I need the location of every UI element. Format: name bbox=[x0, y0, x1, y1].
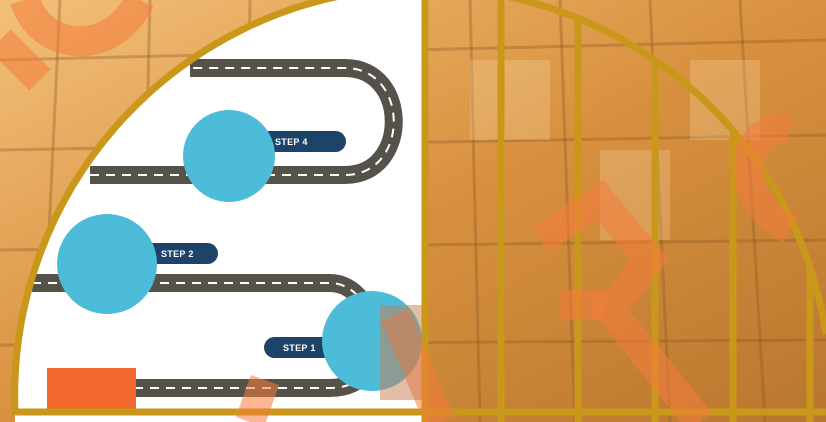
step-4-circle bbox=[183, 110, 275, 202]
start-block bbox=[47, 368, 136, 412]
watermark-block bbox=[380, 305, 422, 400]
step-2-circle bbox=[57, 214, 157, 314]
step-1-label: STEP 1 bbox=[283, 343, 316, 353]
step-4-label: STEP 4 bbox=[275, 137, 308, 147]
step-2-label: STEP 2 bbox=[161, 249, 194, 259]
